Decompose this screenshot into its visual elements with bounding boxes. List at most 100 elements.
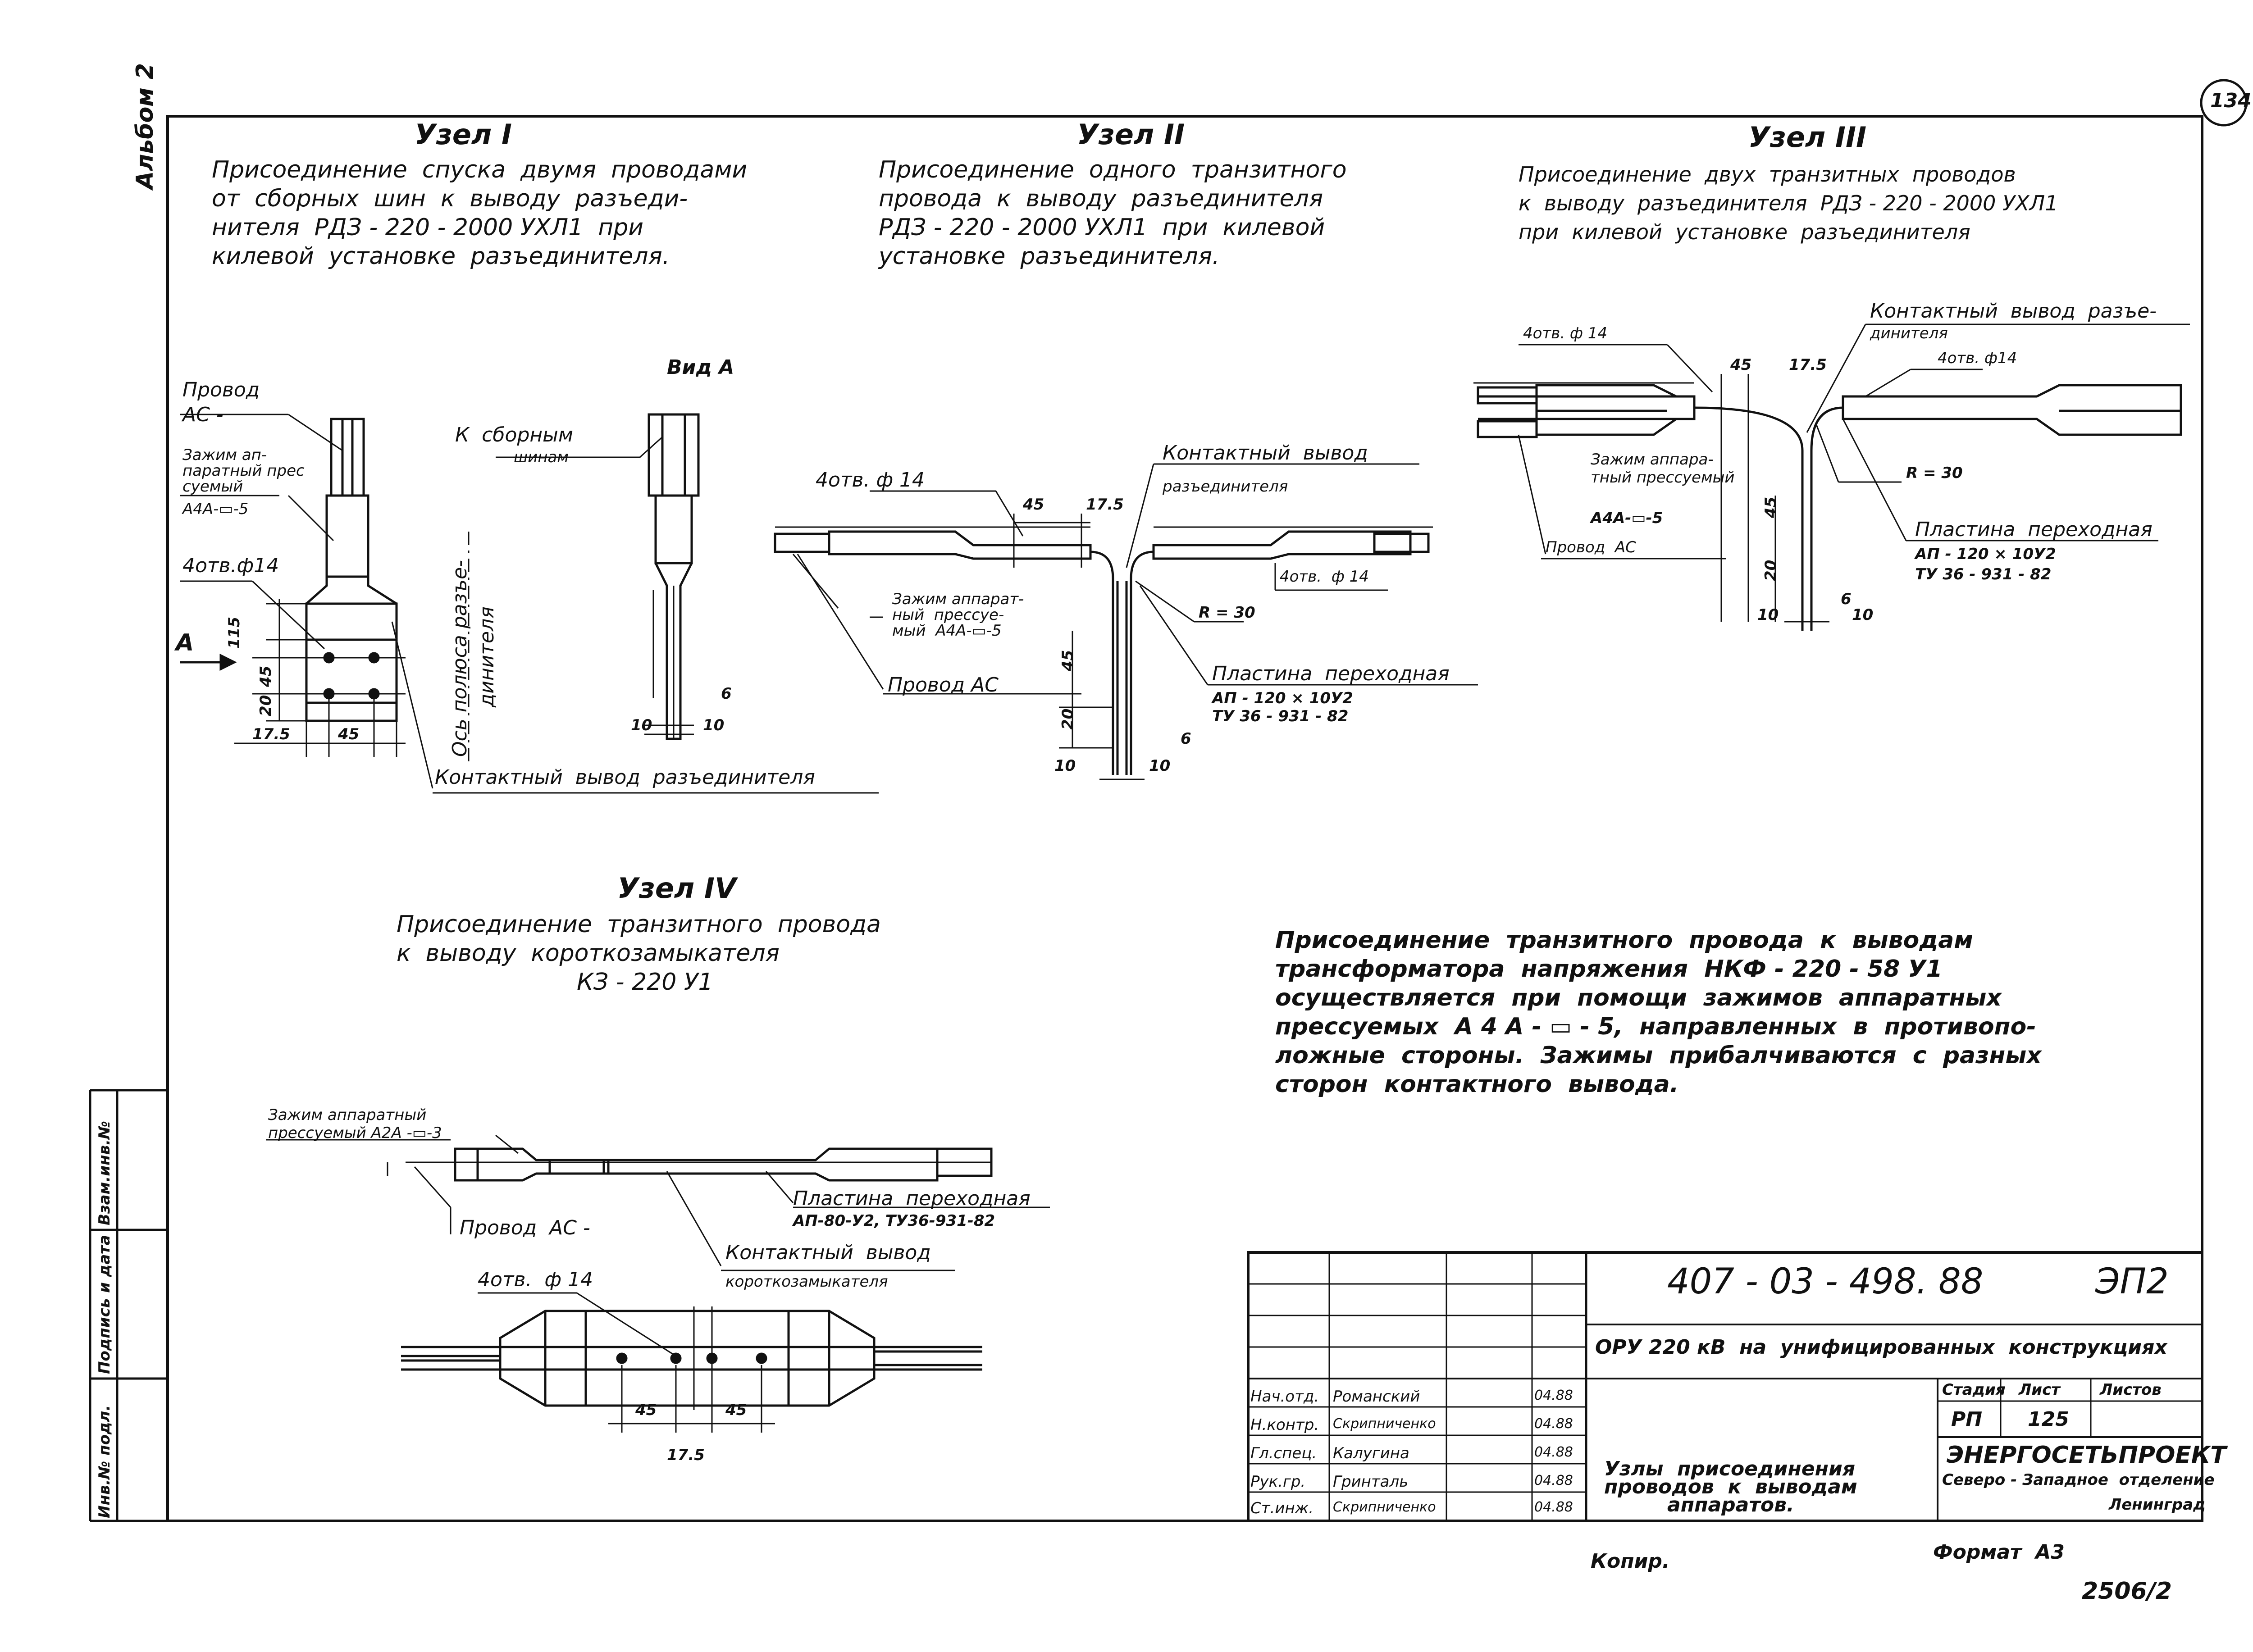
node4-plate-label: Пластина переходная [793, 1187, 1031, 1210]
node2-desc-line: Присоединение одного транзитного [879, 156, 1347, 183]
dim: 45 [635, 1401, 657, 1419]
node3-clamp-label: Зажим аппара- [1591, 451, 1714, 469]
organization: ЭНЕРГОСЕТЬПРОЕКТ [1947, 1442, 2226, 1469]
dim: 6 [1181, 730, 1191, 748]
dim: 45 [1730, 356, 1752, 374]
node1-to-buses-label: К сборным [455, 423, 574, 446]
dim: 20 [1059, 708, 1077, 730]
node2-holes-left: 4отв. ф 14 [816, 469, 925, 492]
node4-wire-label: Провод АС - [460, 1216, 590, 1239]
node3-contact-label: динителя [1870, 324, 1948, 342]
node2-plate-label: Пластина переходная [1212, 662, 1450, 685]
date: 04.88 [1534, 1499, 1573, 1515]
role: Н.контр. [1250, 1416, 1319, 1434]
node1-desc-line: килевой установке разъединителя. [212, 243, 670, 270]
note-line: Присоединение транзитного провода к выво… [1275, 927, 1973, 954]
sheet-value: 125 [2028, 1408, 2069, 1431]
node1-clamp-label: суемый [182, 478, 243, 496]
dim: 10 [703, 716, 725, 734]
organization-branch: Северо - Западное отделение [1942, 1471, 2215, 1489]
node4-drawing [266, 1134, 1050, 1433]
node1-to-buses-label: шинам [514, 448, 569, 466]
name: Романский [1333, 1388, 1420, 1406]
role: Нач.отд. [1250, 1388, 1319, 1406]
note-line: сторон контактного вывода. [1275, 1071, 1679, 1098]
dim: 6 [1841, 590, 1852, 608]
node2-contact-label: Контактный вывод [1163, 441, 1368, 464]
node4-contact-label: короткозамыкателя [725, 1273, 888, 1291]
dim: 17.5 [667, 1446, 705, 1464]
node4-plate-code: АП-80-У2, ТУ36-931-82 [793, 1212, 995, 1230]
node2-plate-code: АП - 120 × 10У2 [1212, 689, 1353, 707]
node1-desc-line: от сборных шин к выводу разъеди- [212, 185, 688, 212]
dim: 45 [1762, 496, 1780, 518]
copy-label: Копир. [1591, 1550, 1670, 1573]
node1-desc-line: нителя РДЗ - 220 - 2000 УХЛ1 при [212, 214, 644, 241]
node3-clamp-code: А4А-▭-5 [1591, 509, 1663, 527]
title-block-lines [1247, 1251, 2203, 1522]
name: Скрипниченко [1333, 1416, 1436, 1432]
organization-city: Ленинград [2109, 1496, 2206, 1514]
sheet-title-line: аппаратов. [1667, 1493, 1794, 1516]
stage-value: РП [1951, 1408, 1983, 1431]
node4-desc-line: к выводу короткозамыкателя [397, 940, 780, 967]
role: Рук.гр. [1250, 1473, 1306, 1491]
node2-radius: R = 30 [1199, 604, 1255, 622]
role: Гл.спец. [1250, 1444, 1317, 1462]
dim: 45 [338, 725, 360, 743]
node1-desc-line: Присоединение спуска двумя проводами [212, 156, 748, 183]
dim: 10 [1852, 606, 1874, 624]
node1-holes-label: 4отв.ф14 [182, 554, 279, 577]
node2-plate-spec: ТУ 36 - 931 - 82 [1212, 707, 1349, 725]
date: 04.88 [1534, 1444, 1573, 1460]
name: Калугина [1333, 1444, 1409, 1462]
node2-desc-line: РДЗ - 220 - 2000 УХЛ1 при килевой [879, 214, 1325, 241]
node3-plate-code: АП - 120 × 10У2 [1915, 545, 2056, 563]
dim: 10 [631, 716, 652, 734]
archive-code: 2506/2 [2082, 1578, 2172, 1605]
node3-plate-spec: ТУ 36 - 931 - 82 [1915, 565, 2052, 583]
dim: 10 [1054, 757, 1076, 775]
node3-desc-line: Присоединение двух транзитных проводов [1519, 162, 2016, 187]
sheet-title-line: проводов к выводам [1604, 1475, 1857, 1498]
node4-clamp-label: Зажим аппаратный [268, 1106, 427, 1124]
dim: 45 [1059, 650, 1077, 671]
dim: 6 [721, 685, 732, 703]
margin-cell-inv: Инв.№ подл. [96, 1405, 114, 1518]
date: 04.88 [1534, 1473, 1573, 1488]
node3-desc-line: к выводу разъединителя РДЗ - 220 - 2000 … [1519, 191, 2058, 215]
note-line: ложные стороны. Зажимы прибалчиваются с … [1275, 1042, 2042, 1069]
dim: 10 [1149, 757, 1171, 775]
node2-clamp-code: мый А4А-▭-5 [892, 622, 1002, 640]
node1-axis-label: Ось полюса разъе- [448, 560, 471, 757]
node4-desc-line: Присоединение транзитного провода [397, 911, 881, 938]
dim: 45 [257, 665, 275, 687]
node1-wire-type: АС - [182, 403, 223, 426]
project-title: ОРУ 220 кВ на унифицированных конструкци… [1595, 1336, 2167, 1359]
margin-cell-replace: Взам.инв.№ [96, 1121, 114, 1225]
date: 04.88 [1534, 1388, 1573, 1403]
stage-header: Стадия [1942, 1381, 2006, 1399]
node1-title: Узел I [415, 118, 512, 151]
dim: 20 [257, 695, 275, 716]
node3-wire-label: Провод АС [1546, 538, 1636, 556]
node4-title: Узел IV [617, 872, 736, 905]
dim: 17.5 [1789, 356, 1827, 374]
node4-contact-label: Контактный вывод [725, 1241, 931, 1264]
node1-clamp-label: паратный прес [182, 462, 305, 480]
node1-clamp-code: А4А-▭-5 [182, 500, 249, 518]
document-number: 407 - 03 - 498. 88 [1667, 1261, 1984, 1302]
dim: 115 [225, 617, 243, 649]
node3-clamp-label: тный прессуемый [1591, 469, 1735, 487]
dim: 10 [1757, 606, 1779, 624]
note-line: трансформатора напряжения НКФ - 220 - 58… [1275, 956, 1943, 983]
node2-title: Узел II [1077, 118, 1185, 151]
sheets-header: Листов [2100, 1381, 2162, 1399]
name: Гринталь [1333, 1473, 1409, 1491]
note-line: осуществляется при помощи зажимов аппара… [1275, 984, 2002, 1011]
view-a-title: Вид А [667, 356, 734, 379]
node4-holes-label: 4отв. ф 14 [478, 1268, 593, 1291]
dim: 17.5 [252, 725, 290, 743]
